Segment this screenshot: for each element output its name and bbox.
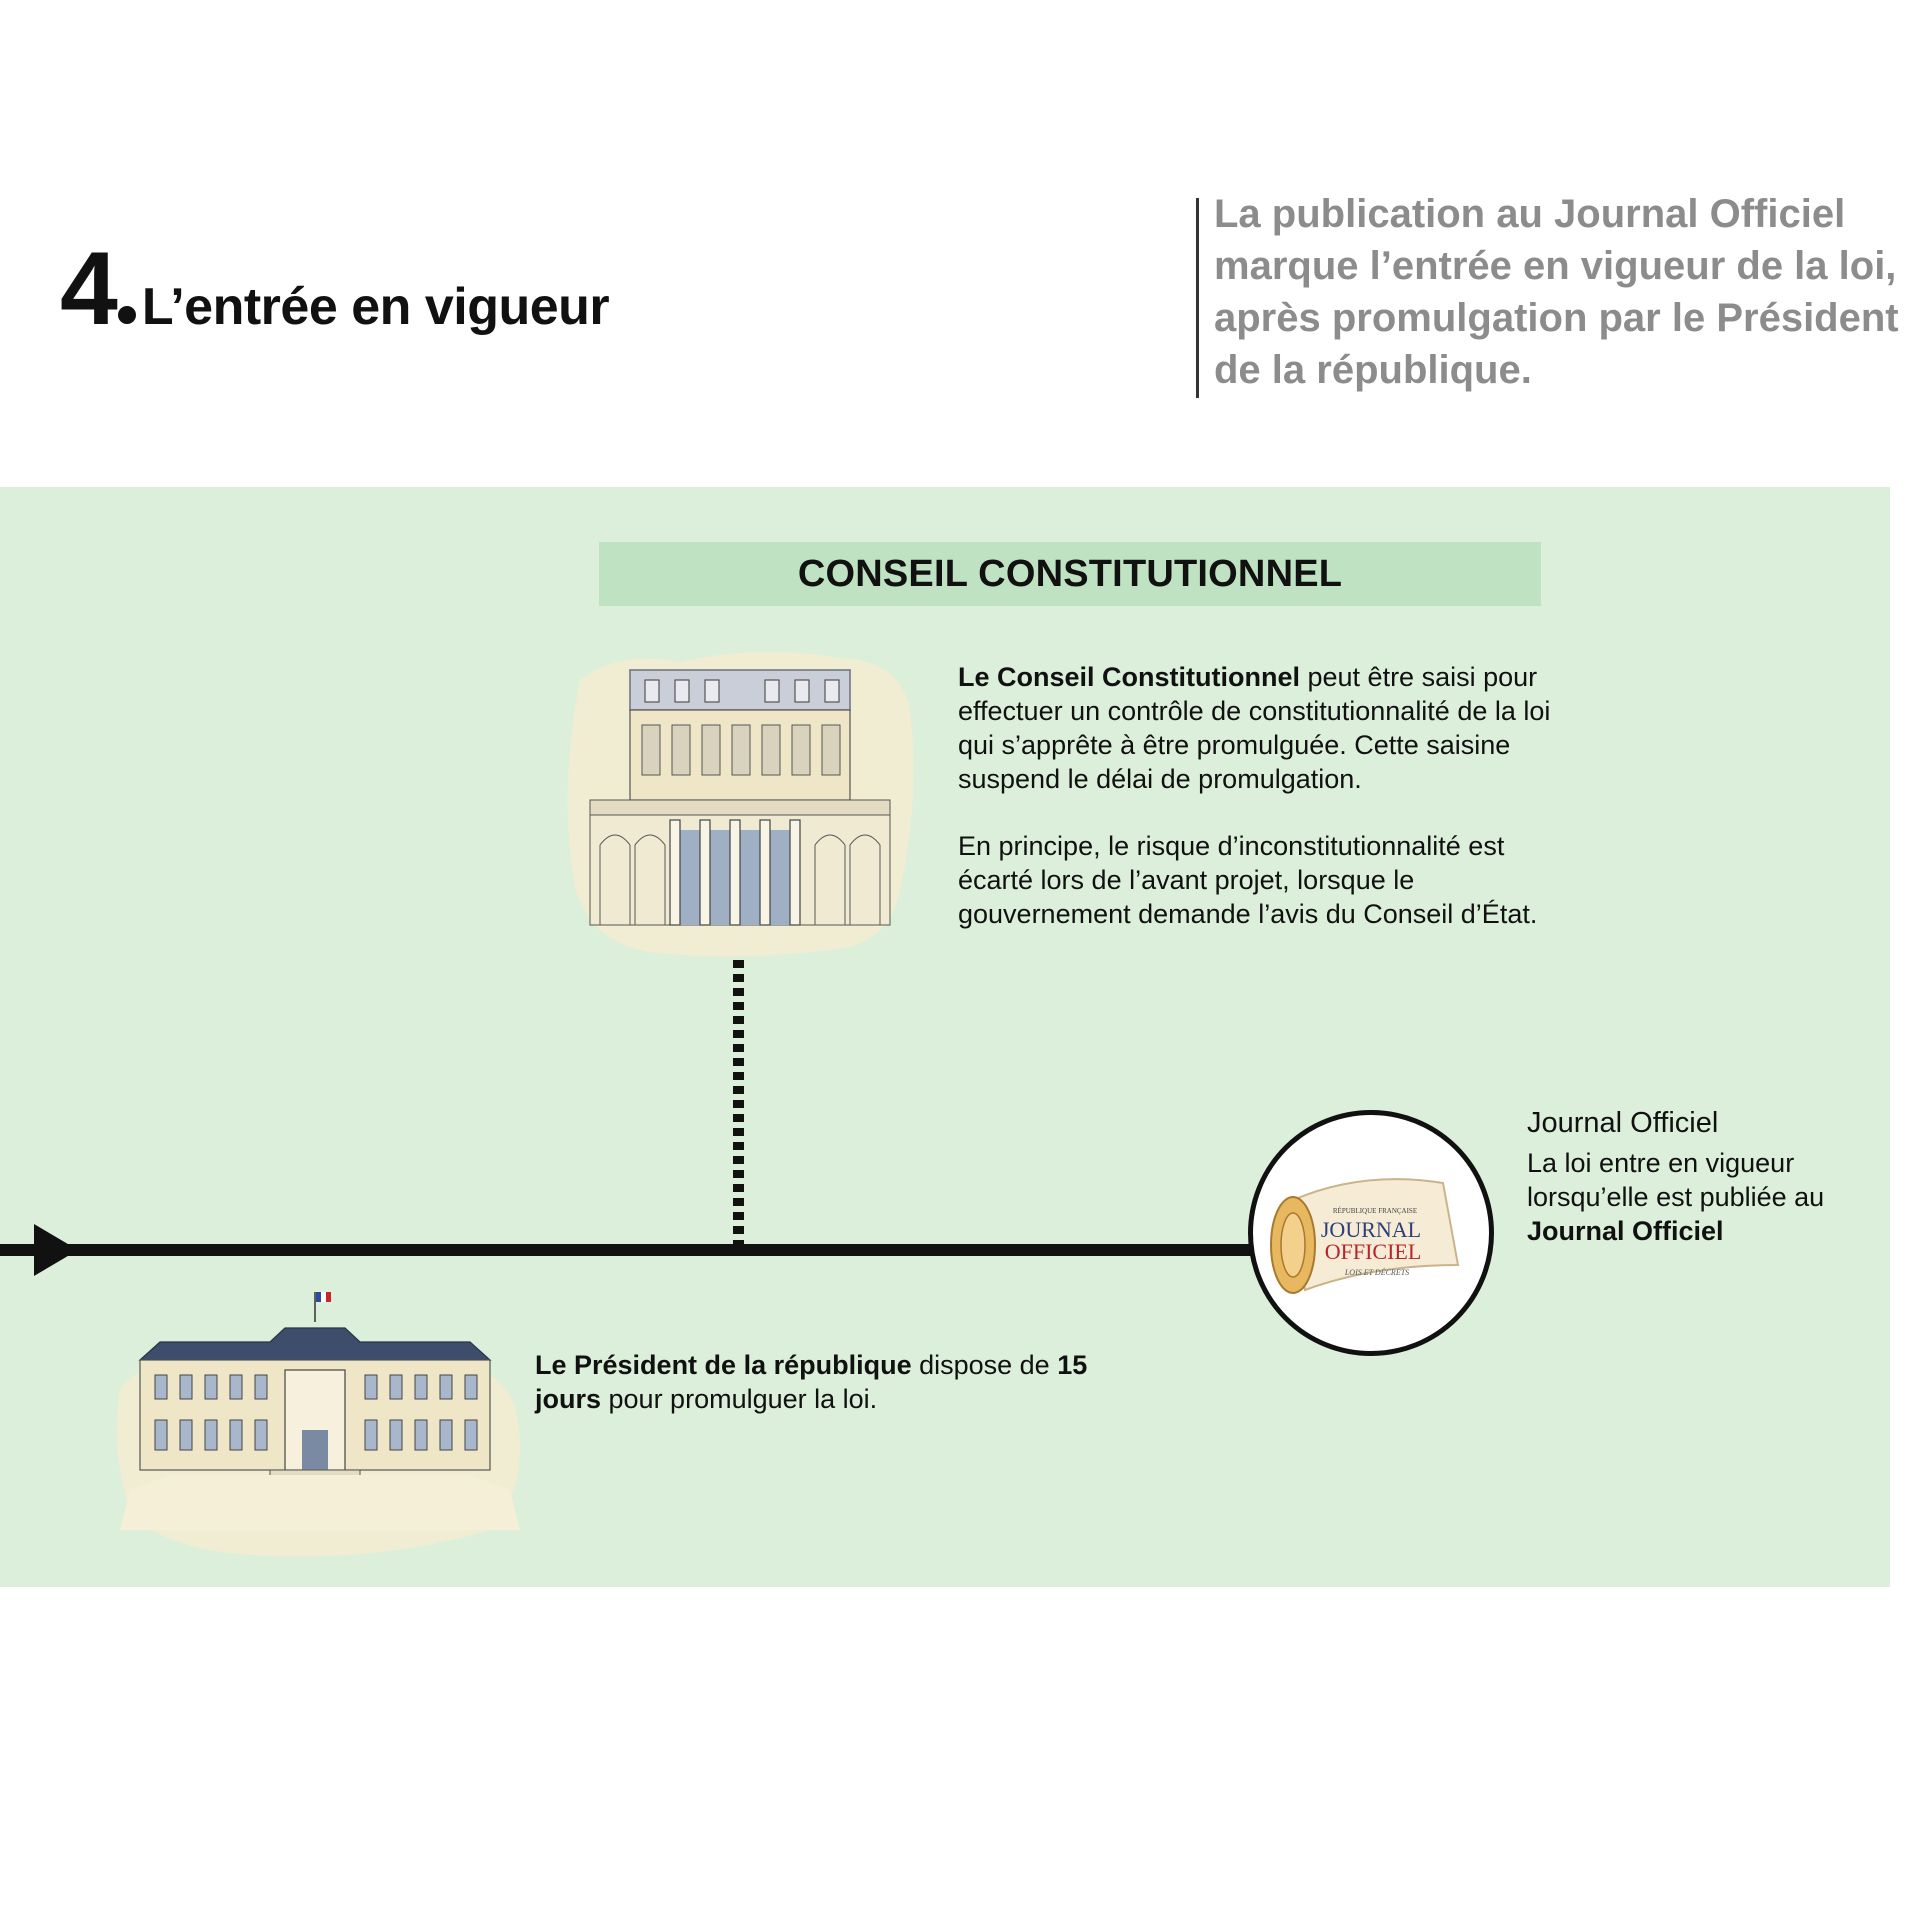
section-title: L’entrée en vigueur xyxy=(141,278,610,336)
journal-description-bold: Journal Officiel xyxy=(1527,1216,1724,1246)
intro-text: La publication au Journal Officiel marqu… xyxy=(1214,192,1899,392)
dotted-connector xyxy=(733,960,744,1253)
journal-description-text: La loi entre en vigueur lorsqu’elle est … xyxy=(1527,1148,1825,1212)
heading-dot xyxy=(117,306,136,324)
president-bold-1: Le Président de la république xyxy=(535,1350,912,1380)
journal-paper-line2: OFFICIEL xyxy=(1325,1239,1422,1264)
journal-title: Journal Officiel xyxy=(1527,1107,1719,1139)
journal-scroll-illustration: RÉPUBLIQUE FRANÇAISE JOURNAL OFFICIEL LO… xyxy=(1270,1178,1460,1294)
section-heading: 4 L’entrée en vigueur xyxy=(60,230,610,349)
conseil-paragraph-1: Le Conseil Constitutionnel peut être sai… xyxy=(958,660,1558,796)
president-text: Le Président de la république dispose de… xyxy=(535,1348,1135,1416)
conseil-heading-bar: CONSEIL CONSTITUTIONNEL xyxy=(599,542,1541,606)
conseil-paragraph-1-rest: peut être saisi pour effectuer un contrô… xyxy=(958,662,1551,794)
journal-paper-line1: JOURNAL xyxy=(1321,1217,1421,1242)
president-text-1: dispose de xyxy=(911,1350,1058,1380)
journal-description: La loi entre en vigueur lorsqu’elle est … xyxy=(1527,1146,1827,1248)
president-text-2: pour promulguer la loi. xyxy=(601,1384,878,1414)
elysee-palace-illustration xyxy=(116,1292,521,1557)
conseil-heading: CONSEIL CONSTITUTIONNEL xyxy=(797,552,1343,595)
conseil-paragraph-2: En principe, le risque d’inconstitutionn… xyxy=(958,831,1538,929)
journal-paper-top: RÉPUBLIQUE FRANÇAISE xyxy=(1333,1207,1417,1215)
journal-officiel-badge: RÉPUBLIQUE FRANÇAISE JOURNAL OFFICIEL LO… xyxy=(1248,1110,1494,1356)
intro-divider xyxy=(1196,198,1199,398)
section-number: 4 xyxy=(60,231,118,347)
conseil-bold-lead: Le Conseil Constitutionnel xyxy=(958,662,1300,692)
president-bold-2: 15 jours xyxy=(535,1350,1088,1414)
conseil-building-illustration xyxy=(567,651,914,957)
journal-paper-bottom: LOIS ET DÉCRETS xyxy=(1344,1267,1409,1277)
timeline-line xyxy=(0,1244,1260,1256)
timeline-arrow-icon xyxy=(34,1224,78,1276)
